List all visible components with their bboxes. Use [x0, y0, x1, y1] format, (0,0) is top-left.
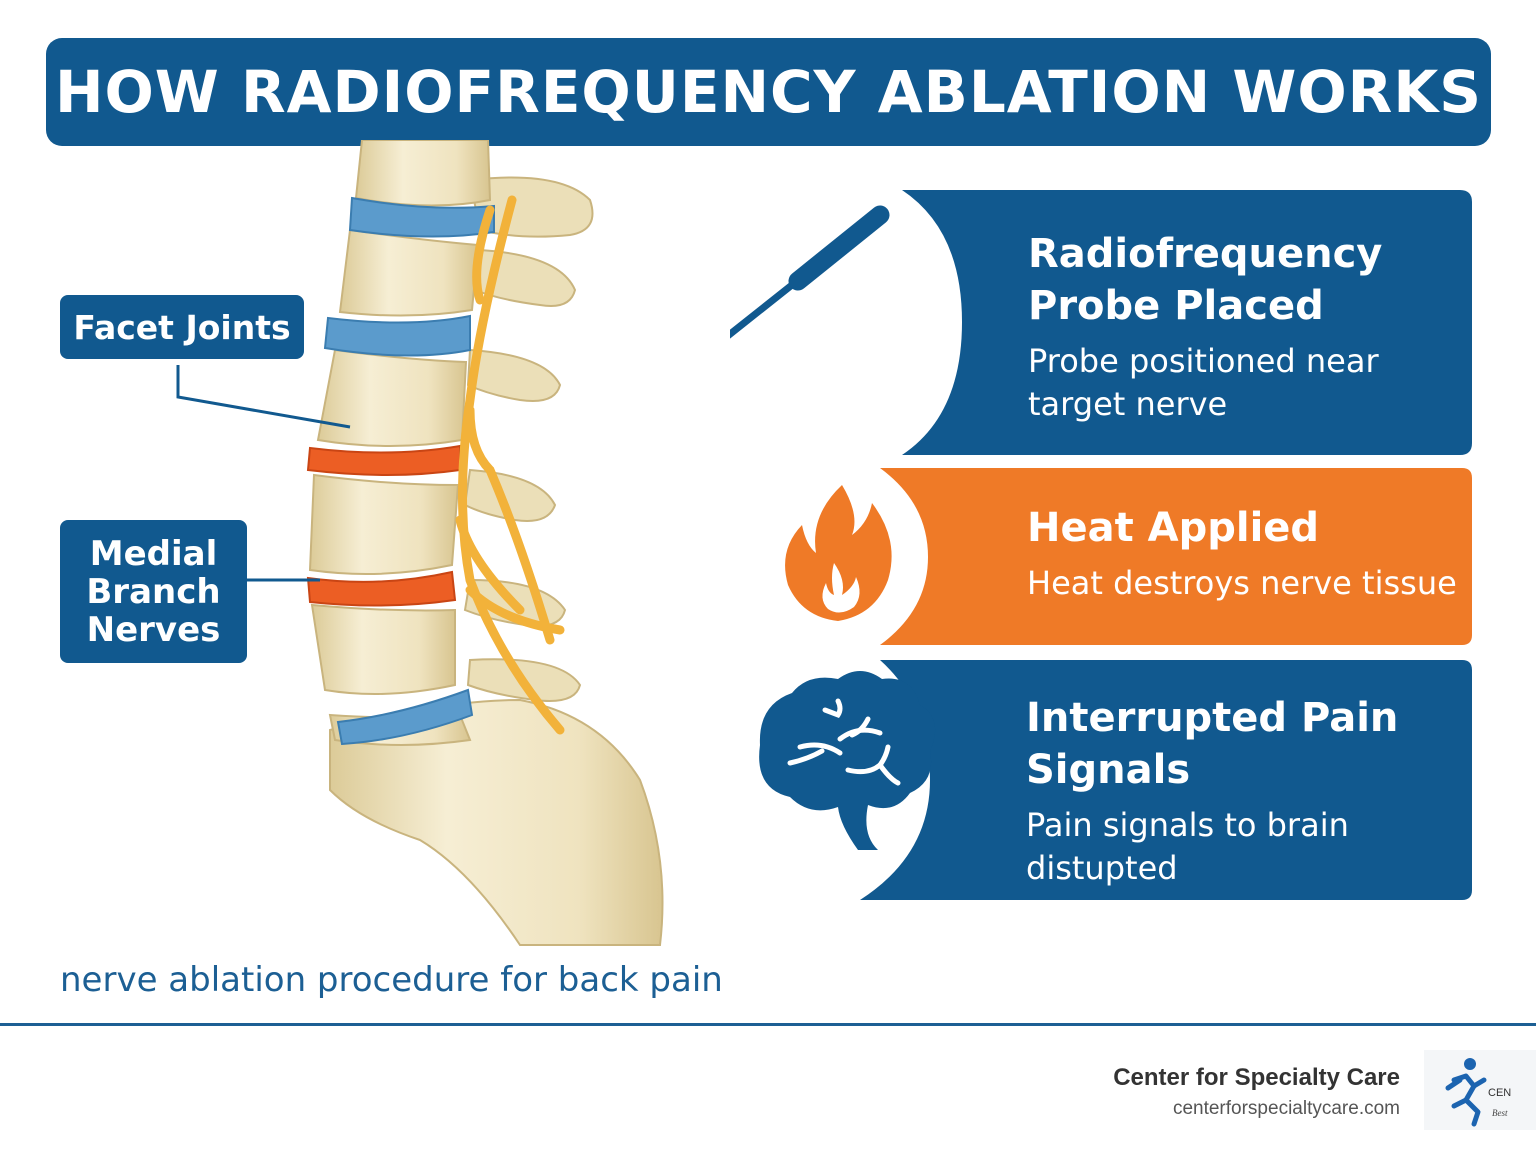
brain-icon — [759, 671, 936, 850]
step-2-description: Heat destroys nerve tissue — [1027, 564, 1457, 602]
medial-label-line-3: Nerves — [86, 609, 221, 650]
step-3-title: Interrupted Pain Signals — [1026, 695, 1399, 793]
step-1-description: Probe positioned near target nerve — [1028, 342, 1379, 423]
title-banner: HOW RADIOFREQUENCY ABLATION WORKS — [46, 38, 1491, 146]
step-2-title: Heat Applied — [1027, 505, 1320, 551]
step-3-panel — [860, 660, 1472, 900]
footer-organization-name: Center for Specialty Care — [1113, 1064, 1400, 1091]
flame-icon — [785, 485, 892, 621]
facet-pointer-line — [176, 365, 351, 429]
step-3: Interrupted Pain Signals Pain signals to… — [1026, 692, 1446, 890]
medial-label-line-1: Medial — [89, 533, 218, 574]
step-2: Heat Applied Heat destroys nerve tissue — [1027, 502, 1457, 605]
caption: nerve ablation procedure for back pain — [60, 960, 723, 1000]
probe-icon — [730, 205, 890, 339]
step-1-panel — [902, 190, 1472, 455]
runner-logo-icon: CEN Best — [1424, 1050, 1536, 1130]
spine-illustration — [176, 140, 664, 946]
intervertebral-discs — [306, 196, 495, 746]
logo-subtext: Best — [1492, 1108, 1508, 1118]
step-1: Radiofrequency Probe Placed Probe positi… — [1028, 228, 1448, 426]
vertebral-bodies — [308, 140, 492, 746]
medial-label-line-2: Branch — [86, 571, 221, 612]
page-title: HOW RADIOFREQUENCY ABLATION WORKS — [54, 58, 1483, 126]
footer-website-url: centerforspecialtycare.com — [1172, 1098, 1400, 1119]
steps-panels — [730, 190, 1472, 900]
step-2-panel — [880, 468, 1472, 645]
medial-branch-nerves-label: Medial Branch Nerves — [60, 520, 247, 663]
sacrum — [329, 698, 664, 946]
footer-divider — [0, 1023, 1536, 1026]
step-1-title: Radiofrequency Probe Placed — [1028, 231, 1383, 329]
logo-text: CEN — [1488, 1087, 1511, 1099]
step-3-description: Pain signals to brain distupted — [1026, 806, 1349, 887]
facet-joints-label: Facet Joints — [60, 295, 304, 359]
facet-joints-text: Facet Joints — [73, 307, 291, 347]
medial-branch-nerves — [455, 195, 565, 735]
